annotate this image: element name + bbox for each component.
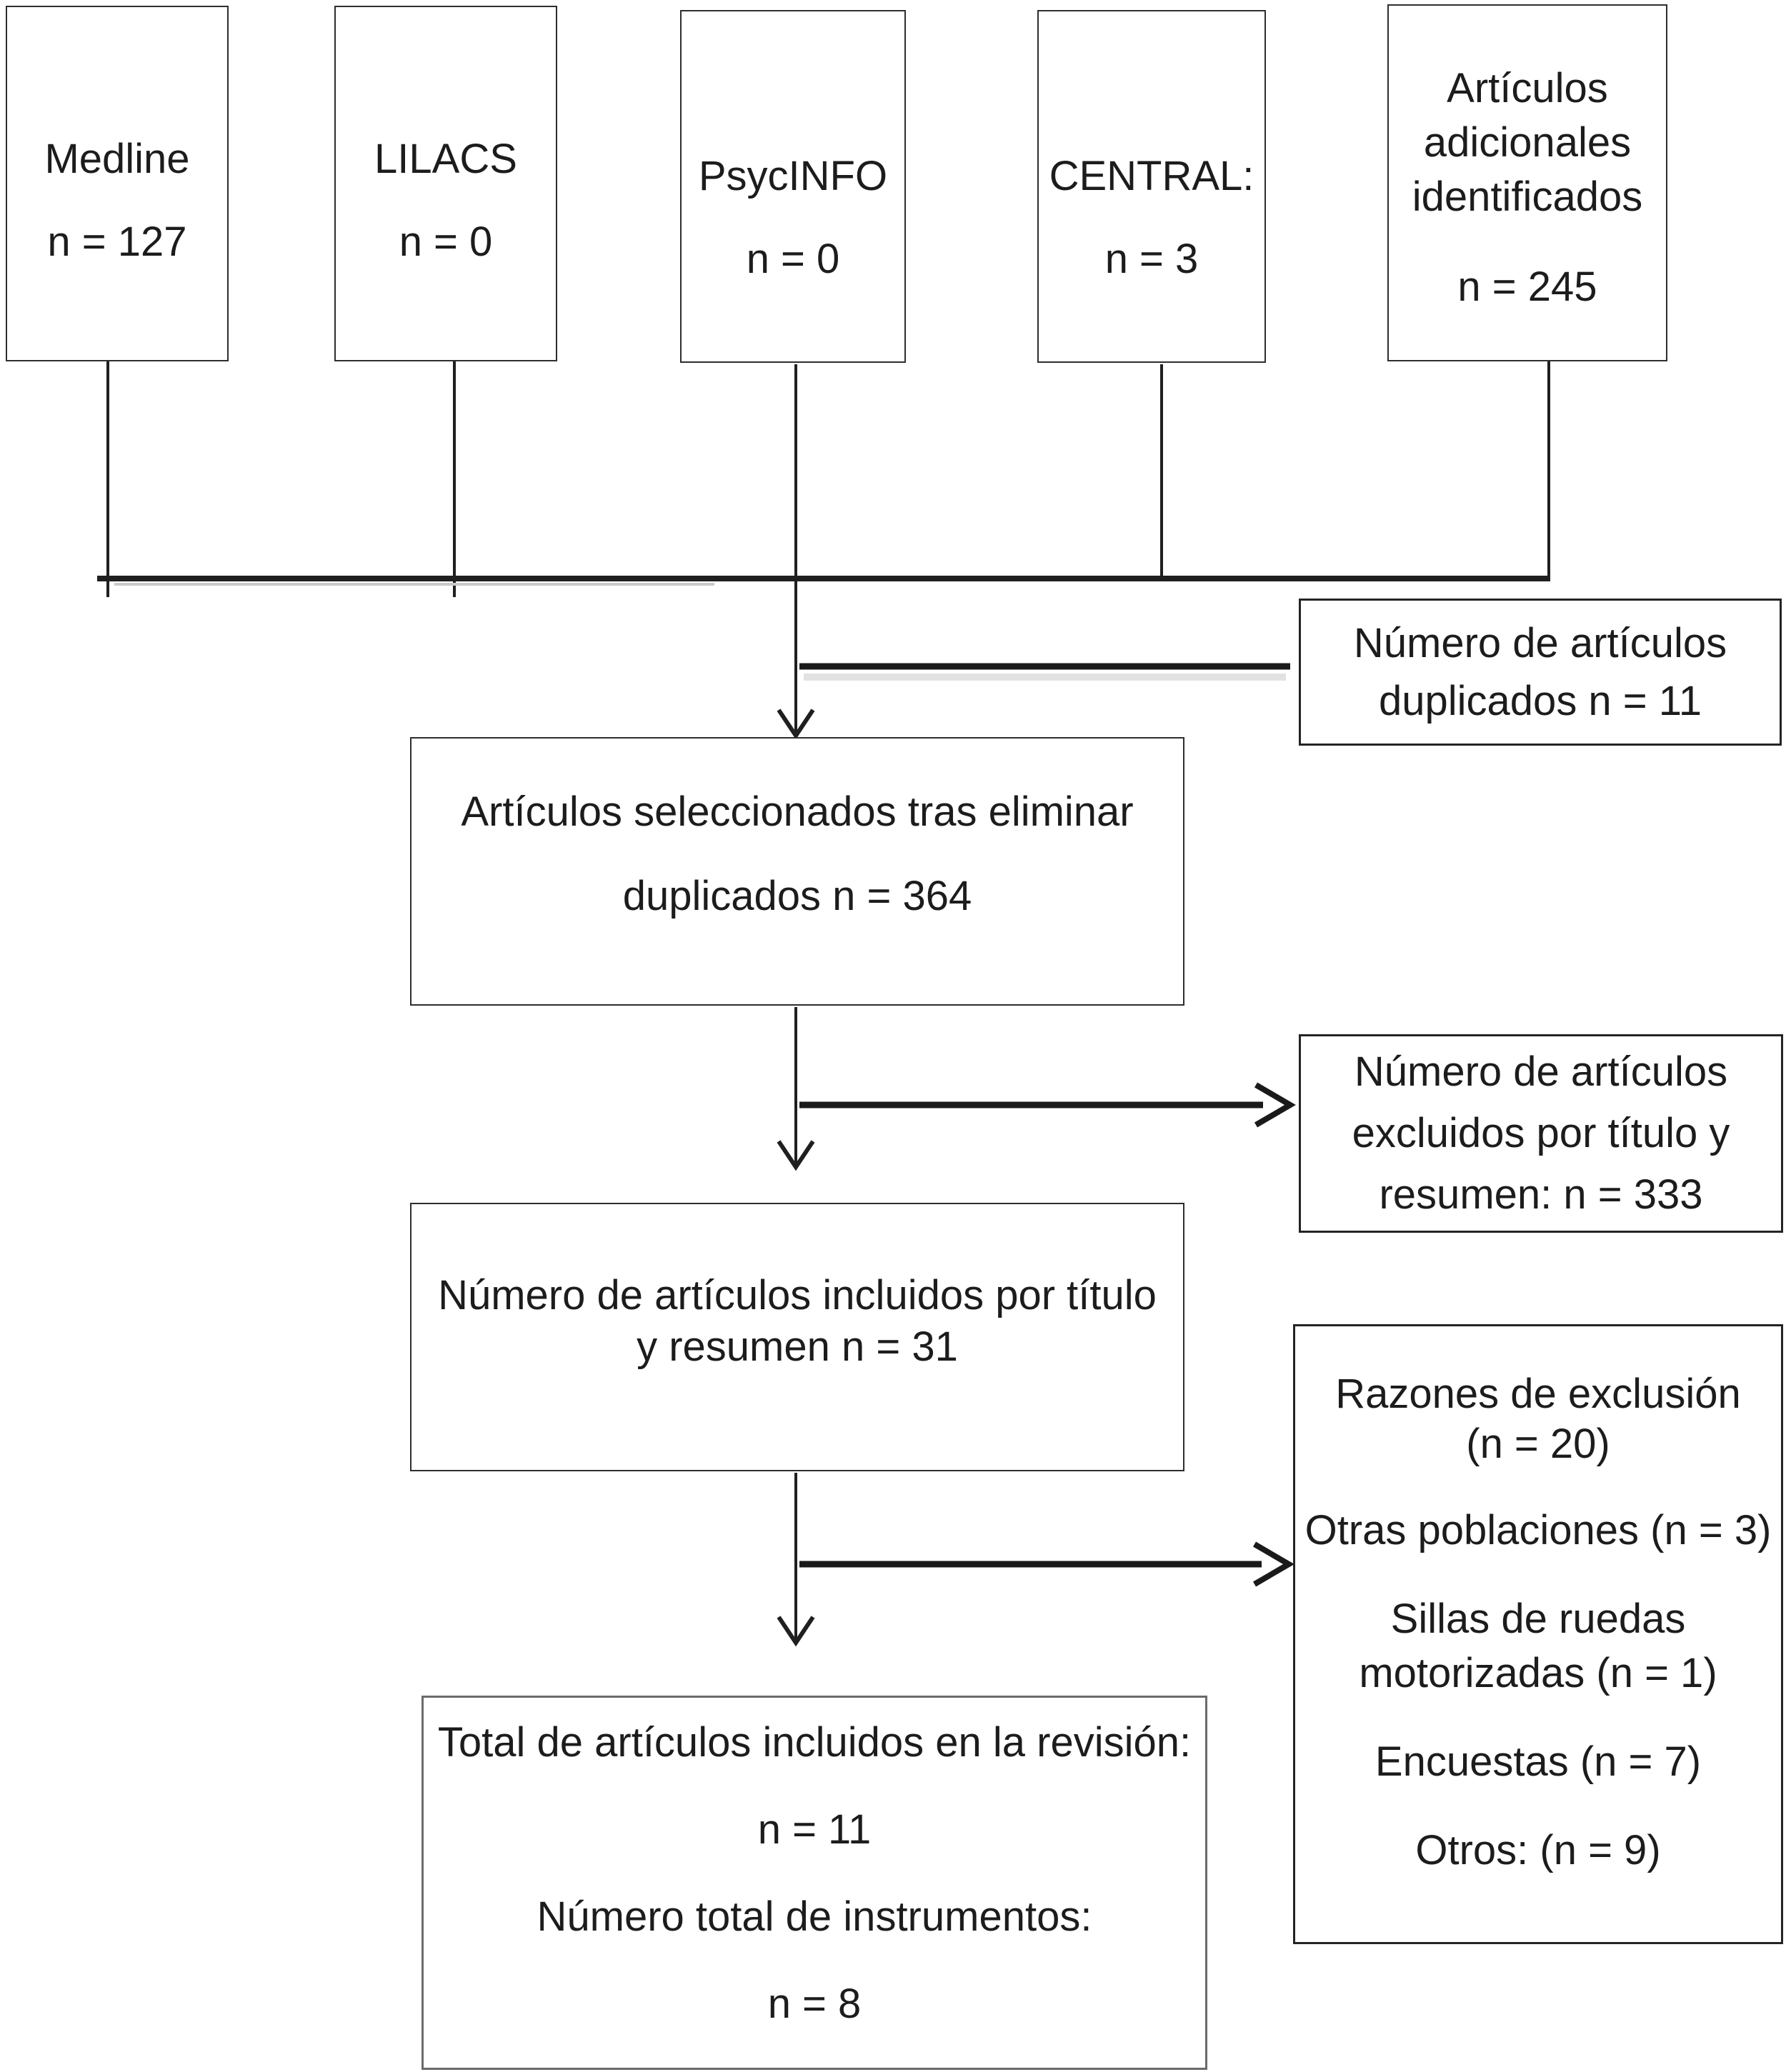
total-line: n = 8 [767, 1981, 862, 2027]
source-box-additional-articles: Artículos adicionales identificados n = … [1387, 4, 1667, 361]
source-label-line: Artículos [1447, 65, 1608, 111]
arrowhead-down-3 [777, 1616, 815, 1647]
included-title-abstract-box: Número de artículos incluidos por título… [410, 1203, 1184, 1471]
source-label: PsycINFO [698, 153, 888, 199]
excluded-title-abstract-note: Número de artículos excluidos por título… [1299, 1034, 1783, 1233]
source-count: n = 0 [746, 236, 840, 282]
box-line: Artículos seleccionados tras eliminar [461, 789, 1134, 835]
source-label-line: adicionales [1423, 119, 1632, 166]
reason-line: Encuestas (n = 7) [1375, 1738, 1702, 1785]
total-line: Número total de instrumentos: [537, 1893, 1092, 1940]
source-label: LILACS [374, 136, 517, 182]
reason-line: Sillas de ruedas [1390, 1596, 1686, 1642]
box-line: Número de artículos incluidos por título [438, 1272, 1157, 1318]
source-box-central: CENTRAL: n = 3 [1037, 10, 1266, 363]
source-label: CENTRAL: [1049, 153, 1254, 199]
reason-line: Otros: (n = 9) [1415, 1827, 1661, 1873]
reason-item: Encuestas (n = 7) [1375, 1735, 1701, 1789]
reason-item: Otras poblaciones (n = 3) [1305, 1503, 1772, 1558]
reason-line: Otras poblaciones (n = 3) [1304, 1507, 1772, 1553]
note-line: duplicados n = 11 [1379, 678, 1702, 724]
reasons-title-line: (n = 20) [1466, 1421, 1610, 1467]
total-line: n = 11 [757, 1806, 872, 1853]
box-line: y resumen n = 31 [637, 1323, 958, 1370]
reasons-title-line: Razones de exclusión [1335, 1371, 1741, 1417]
arrowhead-down-2 [777, 1140, 815, 1171]
arrowhead-right-1 [1254, 1082, 1296, 1128]
exclusion-reasons-box: Razones de exclusión (n = 20) Otras pobl… [1293, 1324, 1783, 1944]
source-label: Medline [44, 136, 190, 182]
box-line: duplicados n = 364 [622, 873, 972, 919]
source-count: n = 127 [47, 219, 187, 265]
total-included-box: Total de artículos incluidos en la revis… [421, 1696, 1207, 2070]
note-line: excluidos por título y [1352, 1110, 1730, 1156]
arrowhead-right-2 [1252, 1541, 1294, 1587]
total-line: Total de artículos incluidos en la revis… [437, 1719, 1192, 1766]
reason-line: motorizadas (n = 1) [1359, 1650, 1717, 1696]
reason-item: Sillas de ruedas motorizadas (n = 1) [1359, 1592, 1717, 1701]
note-line: Número de artículos [1353, 620, 1727, 666]
selected-after-duplicates-box: Artículos seleccionados tras eliminar du… [410, 737, 1184, 1006]
arrowhead-down-1 [777, 709, 815, 740]
source-count: n = 3 [1104, 236, 1199, 282]
source-count: n = 245 [1457, 264, 1597, 310]
note-line: resumen: n = 333 [1379, 1171, 1703, 1218]
source-label-line: identificados [1412, 174, 1643, 220]
source-box-psycinfo: PsycINFO n = 0 [680, 10, 906, 363]
duplicates-note-box: Número de artículos duplicados n = 11 [1299, 599, 1782, 746]
source-count: n = 0 [399, 219, 493, 265]
source-box-medline: Medline n = 127 [6, 6, 229, 361]
source-box-lilacs: LILACS n = 0 [334, 6, 557, 361]
reason-item: Otros: (n = 9) [1415, 1823, 1660, 1878]
note-line: Número de artículos [1354, 1048, 1728, 1095]
